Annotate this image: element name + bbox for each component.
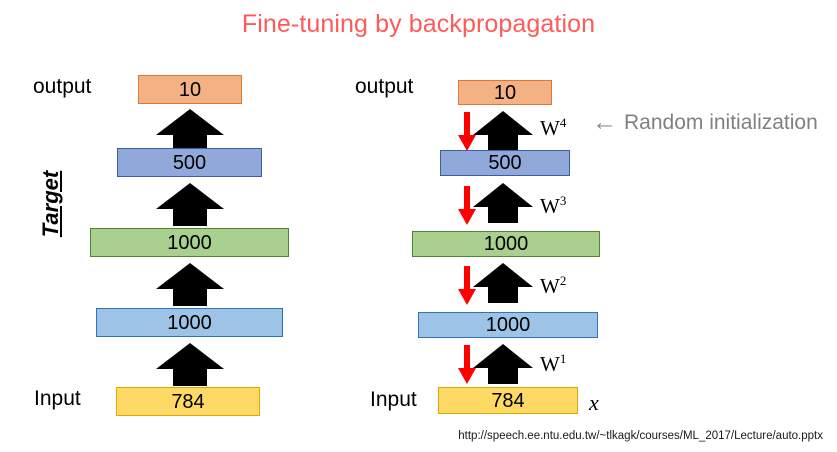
random-initialization-annotation: ← Random initialization [592, 110, 818, 135]
weight-label-w1: W1 [540, 351, 567, 376]
left-block-arrow-1 [156, 343, 224, 386]
weight-base: W [540, 116, 560, 140]
right-layer-box-10: 10 [458, 80, 552, 105]
left-layer-box-1000-blue: 1000 [96, 308, 283, 337]
left-output-label: output [33, 75, 92, 98]
random-initialization-label: Random initialization [624, 111, 818, 134]
weight-label-w4: W4 [540, 115, 567, 140]
page-title: Fine-tuning by backpropagation [241, 10, 596, 38]
right-input-label: Input [370, 388, 417, 411]
left-block-arrow-2 [156, 263, 224, 306]
left-layer-box-500: 500 [117, 148, 262, 177]
weight-superscript: 1 [559, 351, 567, 366]
right-red-down-arrow-4 [458, 112, 476, 151]
arrow-left-icon: ← [592, 108, 617, 136]
weight-superscript: 2 [559, 273, 567, 288]
left-block-arrow-4 [156, 109, 224, 152]
left-input-label: Input [34, 387, 81, 410]
left-layer-box-784: 784 [116, 387, 260, 416]
right-layer-box-784: 784 [438, 387, 578, 414]
left-block-arrow-3 [156, 183, 224, 226]
left-layer-box-1000-green: 1000 [90, 228, 289, 257]
input-vector-symbol: x [589, 390, 599, 415]
left-layer-box-10: 10 [138, 75, 242, 104]
weight-superscript: 4 [559, 115, 567, 130]
right-layer-box-500: 500 [440, 150, 570, 176]
right-red-down-arrow-1 [458, 345, 476, 384]
target-label: Target [38, 170, 63, 238]
right-block-arrow-4 [473, 111, 533, 151]
weight-base: W [540, 274, 560, 298]
right-red-down-arrow-2 [458, 266, 476, 305]
right-output-label: output [355, 75, 414, 98]
weight-base: W [540, 352, 560, 376]
right-layer-box-1000-blue: 1000 [418, 312, 598, 338]
weight-label-w2: W2 [540, 273, 567, 298]
right-layer-box-1000-green: 1000 [412, 231, 600, 257]
weight-base: W [540, 194, 560, 218]
right-block-arrow-3 [473, 183, 533, 223]
right-block-arrow-2 [473, 263, 533, 303]
weight-label-w3: W3 [540, 193, 567, 218]
source-url-text: http://speech.ee.ntu.edu.tw/~tlkagk/cour… [458, 430, 823, 442]
right-block-arrow-1 [473, 344, 533, 384]
weight-superscript: 3 [559, 193, 567, 208]
right-red-down-arrow-3 [458, 186, 476, 225]
